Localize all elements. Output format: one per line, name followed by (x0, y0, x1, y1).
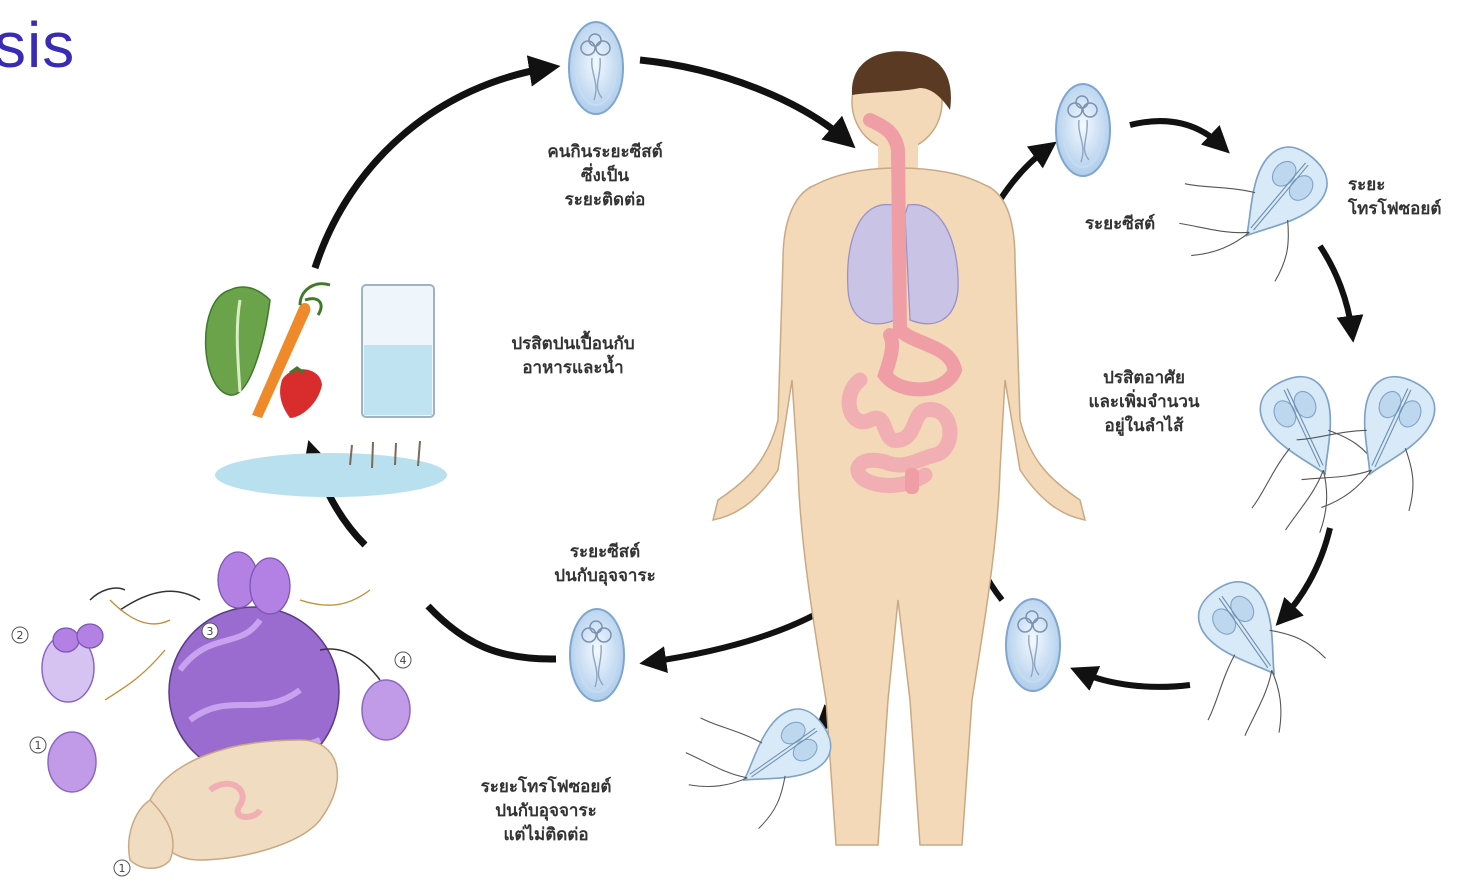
arrow-to-ingest (315, 68, 548, 268)
cyst-feces-icon (570, 609, 624, 701)
label-ingest: คนกินระยะซีสต์ ซึ่งเป็น ระยะติดต่อ (525, 140, 685, 212)
label-trophozoite-feces: ระยะโทรโฟซอยต์ ปนกับอุจจาระ แต่ไม่ติดต่อ (446, 775, 646, 847)
arrow-troph-to-division (1320, 246, 1352, 332)
label-trophozoite: ระยะ โทรโฟซอยต์ (1348, 173, 1463, 221)
human-body (713, 51, 1085, 845)
food-water-illustration (206, 284, 447, 497)
cyst-gut-icon (1056, 84, 1110, 176)
inset-step-1b: 1 (119, 862, 126, 875)
label-contaminate: ปรสิตปนเปื้อนกับ อาหารและน้ำ (468, 332, 678, 380)
trophozoite-feces-icon (661, 663, 850, 847)
trophozoite-icon (1152, 106, 1351, 308)
inset-step-3: 3 (207, 625, 214, 638)
inset-step-4: 4 (400, 654, 407, 667)
label-multiply: ปรสิตอาศัย และเพิ่มจำนวน อยู่ในลำไส้ (1068, 366, 1220, 438)
label-cyst-feces: ระยะซีสต์ ปนกับอุจจาระ (520, 540, 690, 588)
arrow-to-body (640, 60, 846, 140)
page-title: sis (0, 8, 75, 82)
arrow-troph-to-cyst (1080, 672, 1190, 687)
label-cyst: ระยะซีสต์ (1065, 212, 1175, 236)
cyst-ingest-icon (569, 22, 623, 114)
arrow-division-to-troph (1283, 528, 1330, 618)
inset-step-2: 2 (17, 629, 24, 642)
trophozoite-encysting-icon (1149, 561, 1345, 762)
trophozoite-division-icon (1209, 347, 1459, 554)
cyst-return-icon (1006, 599, 1060, 691)
arrow-cyst-to-troph (1130, 121, 1222, 146)
dog-transmission-inset: 1 2 3 4 1 (12, 552, 411, 876)
arrow-bottom-left (428, 606, 556, 659)
inset-step-1: 1 (35, 739, 42, 752)
